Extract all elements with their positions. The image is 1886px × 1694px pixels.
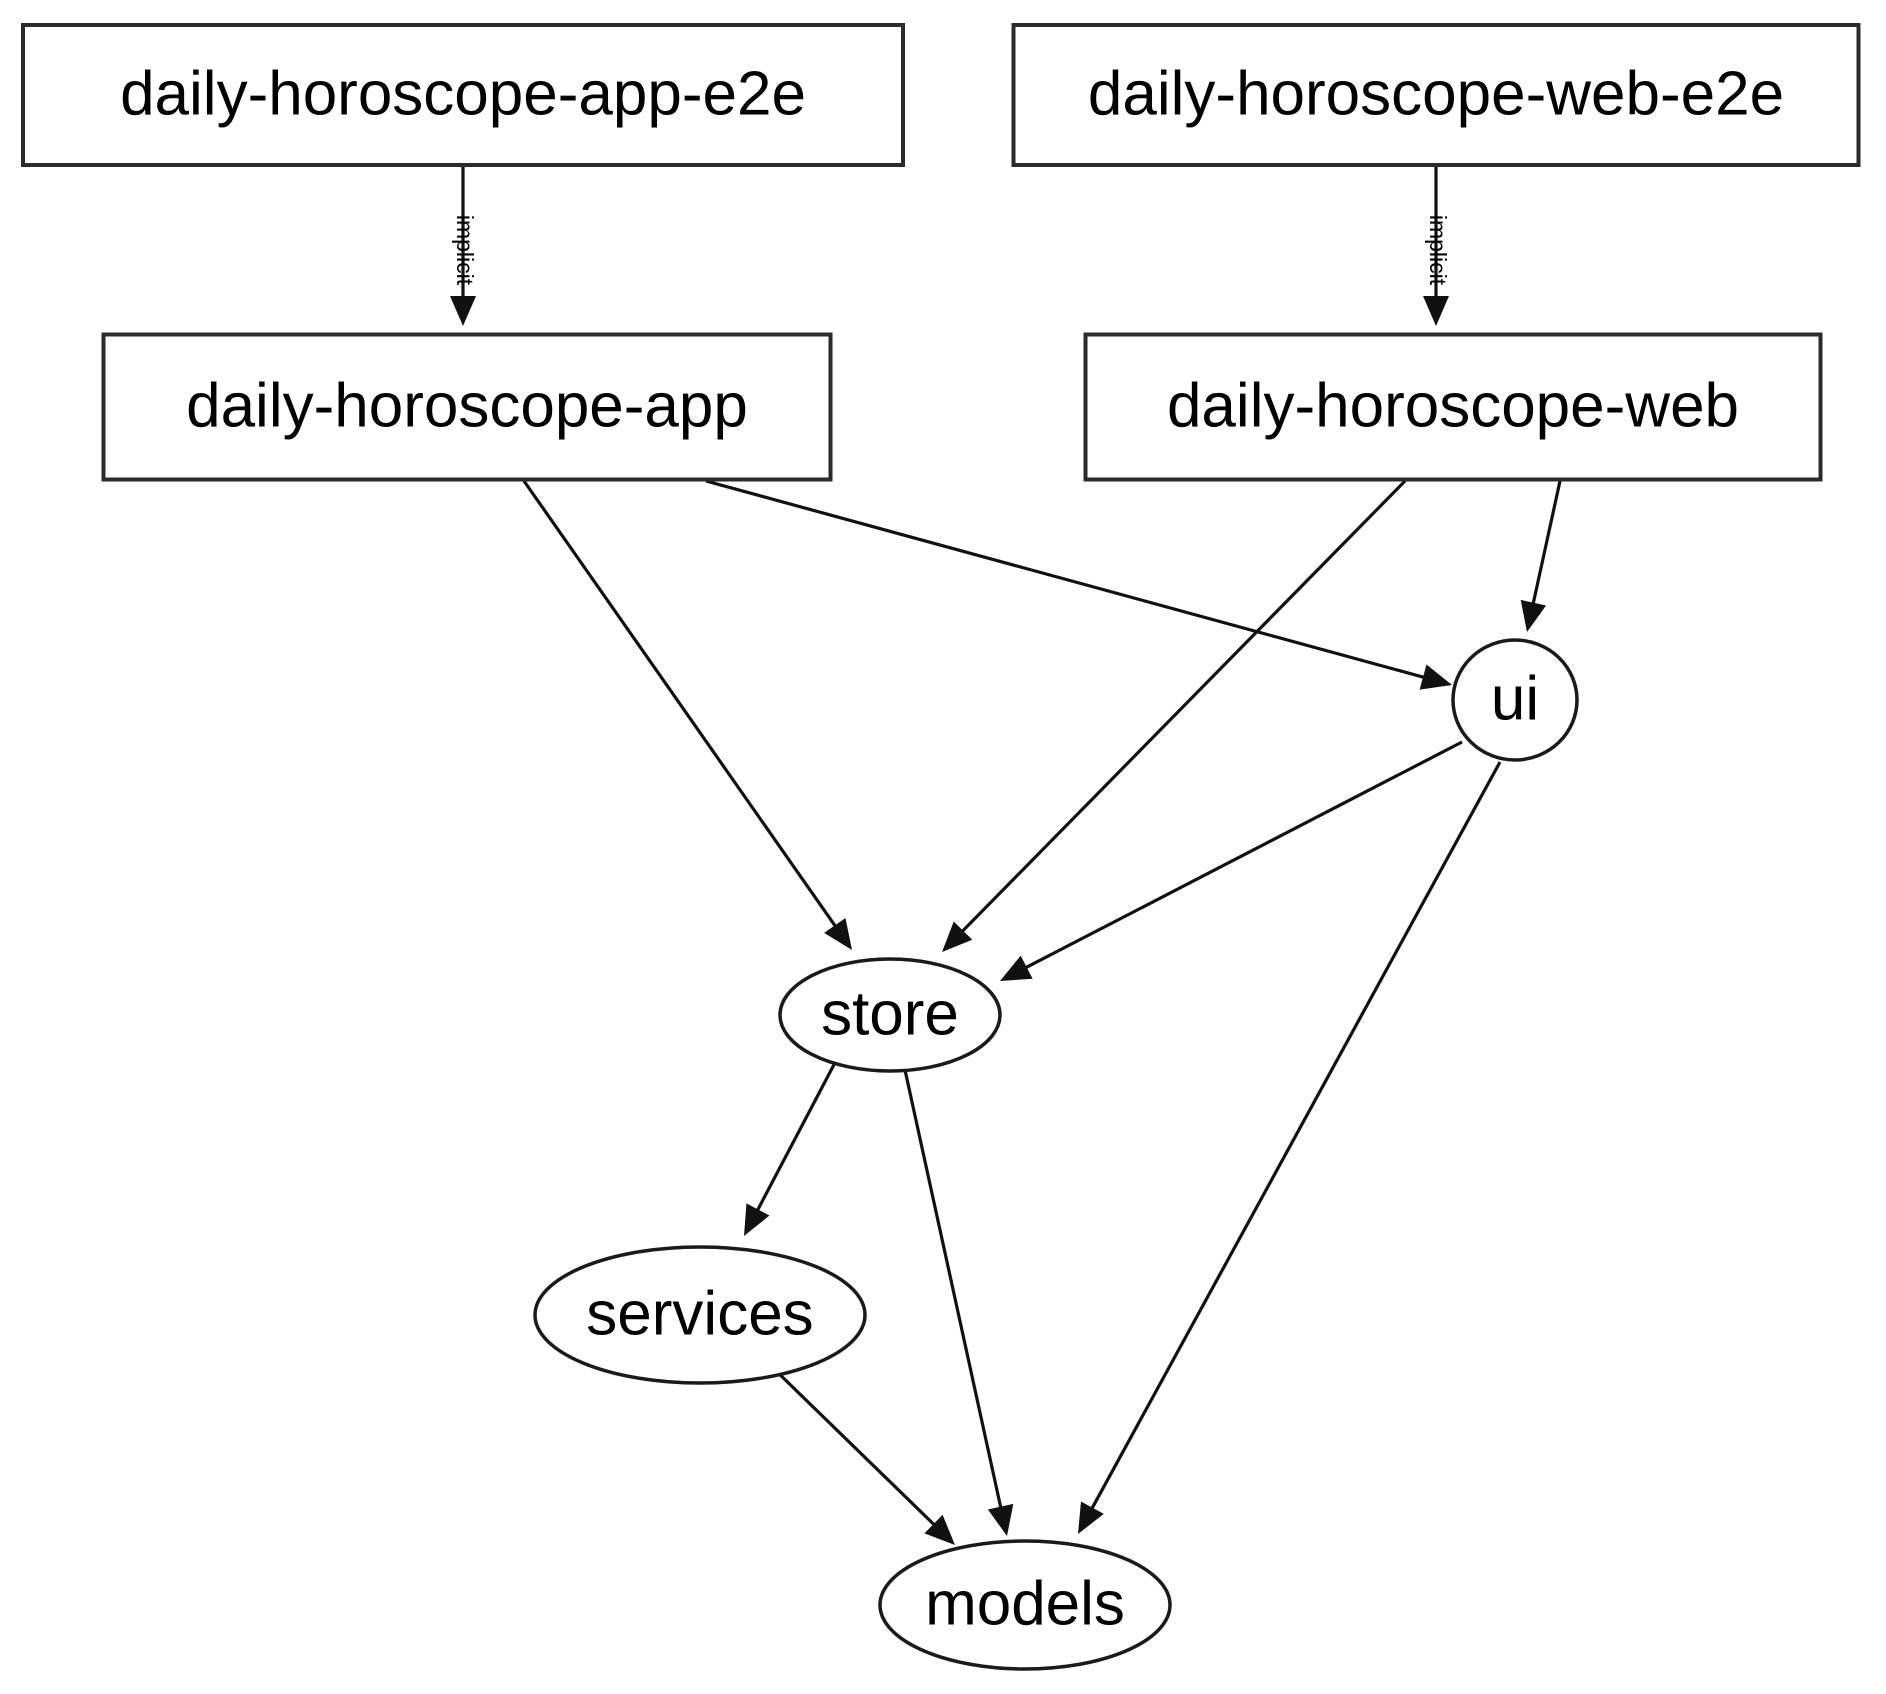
node-shape-ellipse[interactable]	[778, 957, 1002, 1073]
edge-line	[705, 479, 1430, 681]
edge-line	[753, 1056, 840, 1216]
edge-arrowhead	[450, 296, 476, 326]
edge-arrowhead	[942, 921, 973, 952]
edge-line	[1088, 761, 1502, 1514]
edge-arrowhead	[1000, 955, 1033, 981]
node-shape-ellipse[interactable]	[1451, 638, 1579, 762]
node-daily-horoscope-web-e2e[interactable]: daily-horoscope-web-e2e	[1011, 23, 1861, 167]
edge-arrowhead	[1423, 296, 1449, 326]
node-ui[interactable]: ui	[1451, 638, 1579, 762]
node-models[interactable]: models	[878, 1539, 1172, 1671]
node-daily-horoscope-app-e2e[interactable]: daily-horoscope-app-e2e	[21, 23, 905, 167]
edge-labels-layer: implicit implicit	[452, 215, 1451, 286]
edge-daily-horoscope-web-to-ui	[1520, 480, 1562, 632]
node-label: ui	[1491, 664, 1539, 733]
edge-arrowhead	[1419, 664, 1452, 690]
node-label: store	[821, 979, 959, 1048]
edge-label: implicit	[452, 215, 478, 286]
node-store[interactable]: store	[778, 957, 1002, 1073]
node-shape-ellipse[interactable]	[533, 1245, 867, 1385]
nodes-layer: daily-horoscope-app-e2e daily-horoscope-w…	[21, 23, 1861, 1671]
node-daily-horoscope-app[interactable]: daily-horoscope-app	[101, 332, 833, 482]
node-label: daily-horoscope-app	[186, 371, 748, 440]
edge-store-to-services	[744, 1056, 840, 1236]
edge-arrowhead	[987, 1503, 1014, 1536]
node-label: models	[925, 1569, 1125, 1638]
edge-label: implicit	[1425, 215, 1451, 286]
edges-layer	[450, 166, 1562, 1545]
edge-ui-to-store	[1000, 740, 1463, 981]
edge-line	[1530, 480, 1562, 609]
edge-line	[768, 1363, 939, 1530]
edge-daily-horoscope-web-e2e-to-daily-horoscope-web	[1423, 166, 1449, 326]
edge-arrowhead	[1078, 1501, 1104, 1534]
edge-services-to-models	[768, 1363, 955, 1545]
node-shape-ellipse[interactable]	[878, 1539, 1172, 1671]
edge-line	[903, 1069, 1004, 1513]
node-shape-rect[interactable]	[1011, 23, 1861, 167]
edge-arrowhead	[1520, 599, 1547, 632]
edge-daily-horoscope-web-to-store	[942, 479, 1407, 952]
node-daily-horoscope-web[interactable]: daily-horoscope-web	[1083, 332, 1823, 482]
node-shape-rect[interactable]	[101, 332, 833, 482]
edge-store-to-models	[903, 1069, 1014, 1536]
node-shape-rect[interactable]	[21, 23, 905, 167]
edge-daily-horoscope-app-to-store	[522, 480, 852, 950]
edge-ui-to-models	[1078, 761, 1502, 1534]
edge-arrowhead	[924, 1514, 955, 1545]
node-shape-rect[interactable]	[1083, 332, 1823, 482]
edge-arrowhead	[824, 917, 852, 950]
edge-arrowhead	[744, 1203, 770, 1236]
node-label: services	[586, 1279, 813, 1348]
node-label: daily-horoscope-web	[1167, 371, 1739, 440]
edge-line	[1020, 740, 1463, 972]
edge-line	[522, 480, 840, 932]
edge-line	[957, 479, 1407, 937]
node-label: daily-horoscope-web-e2e	[1088, 59, 1784, 128]
edge-daily-horoscope-app-to-ui	[705, 479, 1452, 690]
node-label: daily-horoscope-app-e2e	[120, 59, 806, 128]
node-services[interactable]: services	[533, 1245, 867, 1385]
edge-daily-horoscope-app-e2e-to-daily-horoscope-app	[450, 166, 476, 326]
